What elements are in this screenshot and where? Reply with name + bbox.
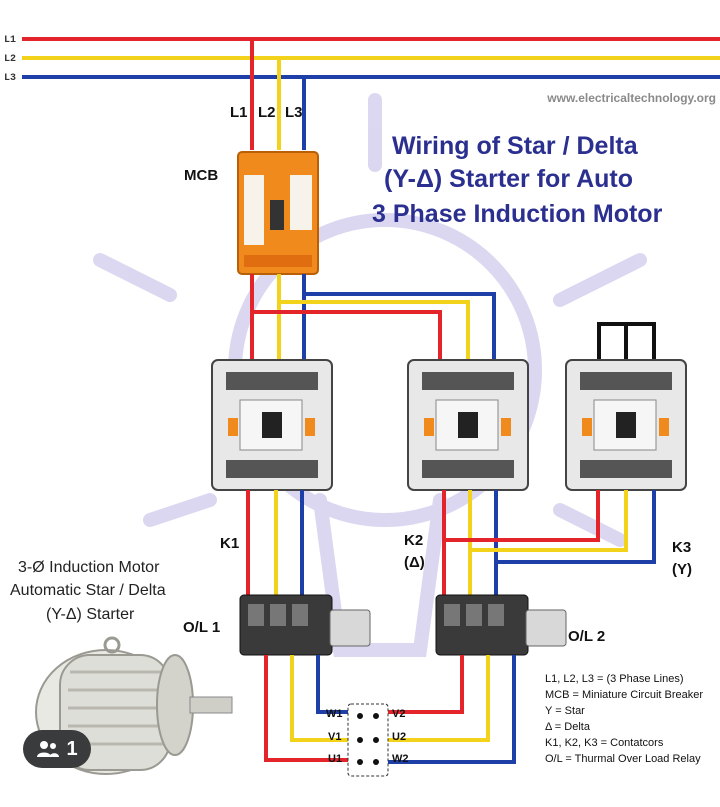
k2-label: K2	[404, 532, 423, 549]
mcb-terminal-l3: L3	[285, 104, 303, 121]
legend-item: L1, L2, L3 = (3 Phase Lines)	[545, 673, 684, 685]
mcb-feed-wires	[250, 39, 306, 150]
title-line-3: 3 Phase Induction Motor	[372, 200, 663, 228]
legend-item: MCB = Miniature Circuit Breaker	[545, 689, 703, 701]
k1-label: K1	[220, 535, 239, 552]
mcb-label: MCB	[184, 167, 218, 184]
motor-caption-line-1: 3-Ø Induction Motor	[18, 559, 160, 576]
contactor-k1	[211, 359, 333, 491]
ol1-label: O/L 1	[183, 619, 220, 636]
ol2-label: O/L 2	[568, 628, 605, 645]
contactor-k3	[565, 359, 687, 491]
lamp-watermark	[93, 93, 647, 657]
k2-delta-label: (Δ)	[404, 554, 425, 571]
legend: L1, L2, L3 = (3 Phase Lines) MCB = Minia…	[545, 673, 703, 765]
k3-star-label: (Y)	[672, 561, 692, 578]
people-icon	[37, 741, 60, 757]
terminal-u2: U2	[392, 731, 406, 743]
mcb-breaker	[237, 151, 319, 275]
reactions-count: 1	[66, 737, 78, 760]
title-line-1: Wiring of Star / Delta	[392, 132, 639, 160]
motor-lead-wires	[264, 655, 516, 764]
supply-label-l2: L2	[4, 54, 16, 65]
terminal-v1: V1	[328, 731, 341, 743]
contactor-k2	[407, 359, 529, 491]
mcb-terminal-l2: L2	[258, 104, 276, 121]
legend-item: O/L = Thurmal Over Load Relay	[545, 753, 701, 765]
terminal-u1: U1	[328, 753, 342, 765]
terminal-v2: V2	[392, 708, 405, 720]
supply-label-l1: L1	[4, 35, 16, 46]
motor-caption-line-3: (Y-Δ) Starter	[46, 606, 135, 623]
overload-relay-1	[239, 594, 371, 656]
watermark-url: www.electricaltechnology.org	[546, 91, 716, 105]
reactions-badge[interactable]: 1	[23, 730, 91, 768]
legend-item: K1, K2, K3 = Contatcors	[545, 737, 664, 749]
supply-lines	[22, 37, 720, 79]
terminal-w1: W1	[326, 708, 343, 720]
legend-item: Y = Star	[545, 705, 585, 717]
title-line-2: (Y-Δ) Starter for Auto	[384, 165, 633, 193]
k3-label: K3	[672, 539, 691, 556]
mcb-terminal-l1: L1	[230, 104, 248, 121]
legend-item: Δ = Delta	[545, 721, 591, 733]
supply-label-l3: L3	[4, 73, 16, 84]
motor-caption-line-2: Automatic Star / Delta	[10, 582, 166, 599]
motor-terminal-box	[347, 703, 389, 777]
contactor-output-wires	[246, 490, 656, 595]
terminal-w2: W2	[392, 753, 409, 765]
overload-relay-2	[435, 594, 567, 656]
